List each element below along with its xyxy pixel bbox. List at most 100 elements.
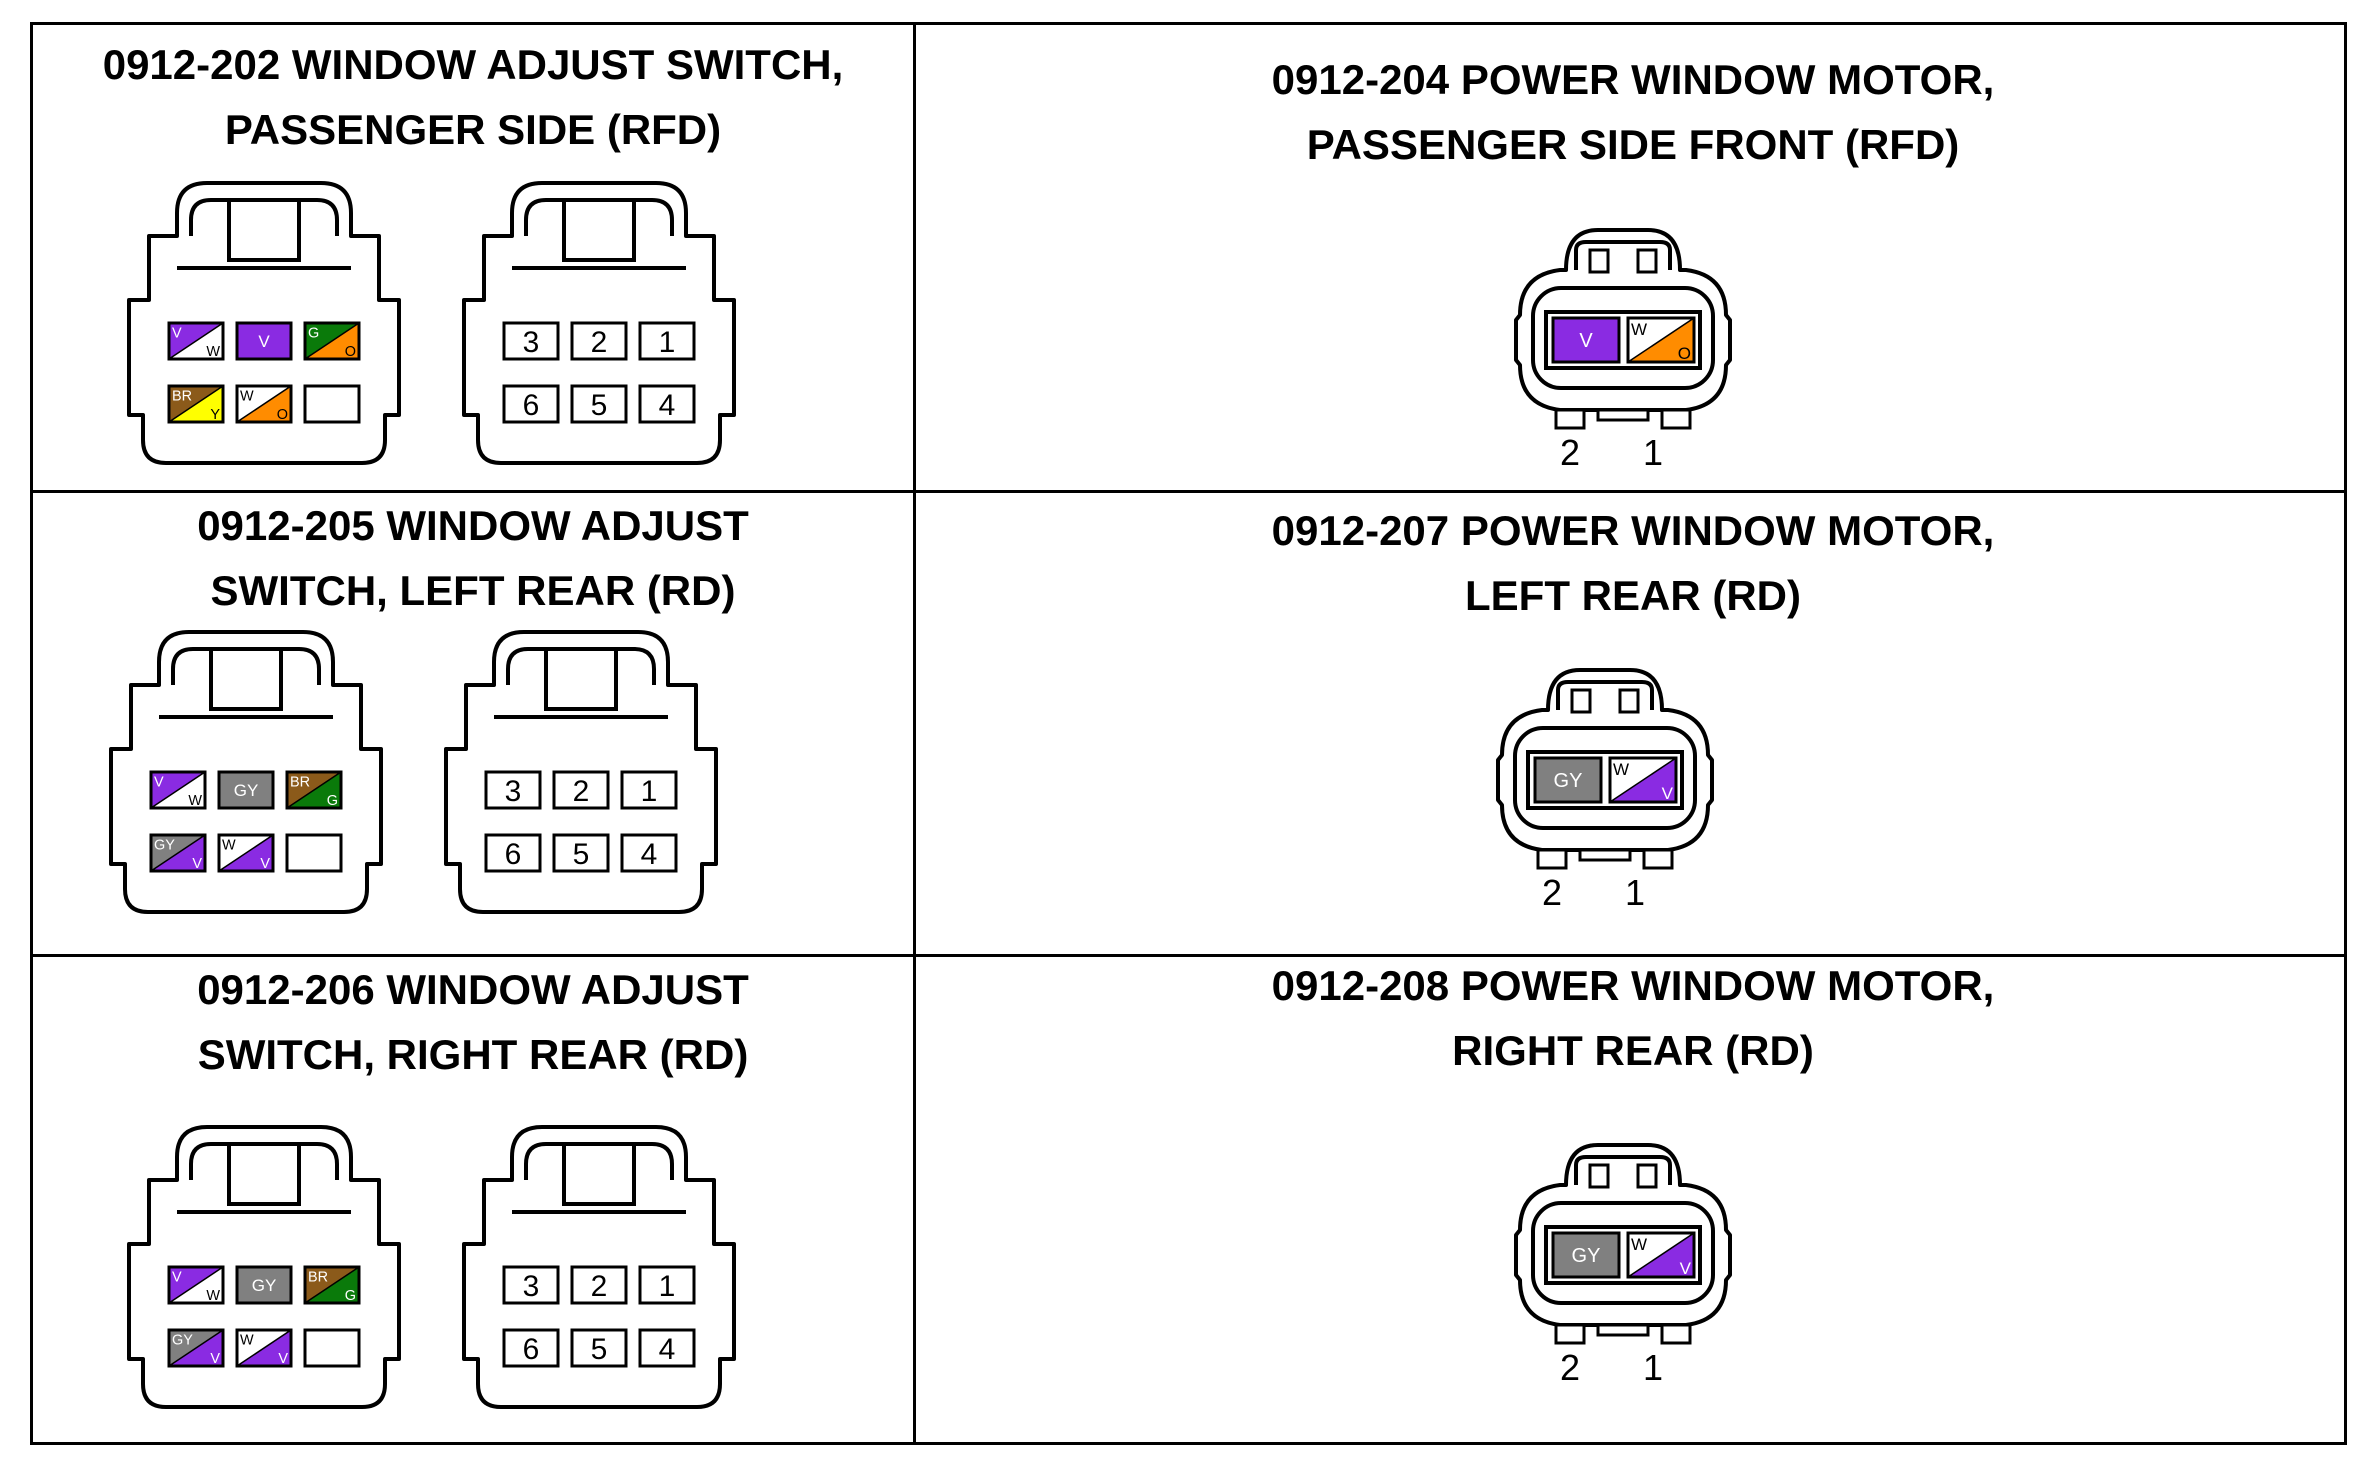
cell-0912-206: 0912-206 WINDOW ADJUST SWITCH, RIGHT REA… bbox=[33, 957, 913, 1445]
latch-tab bbox=[1588, 248, 1610, 274]
wire-split-line bbox=[286, 771, 342, 809]
wire-color bbox=[305, 386, 359, 422]
wire-split-line bbox=[304, 322, 360, 360]
wire-color-code: GY bbox=[1554, 770, 1583, 792]
terminal-cavity: 1 bbox=[638, 321, 696, 361]
wire-split-line bbox=[236, 1329, 292, 1367]
terminal-cavity: 3 bbox=[484, 770, 542, 810]
cell-0912-208: 0912-208 POWER WINDOW MOTOR, RIGHT REAR … bbox=[916, 957, 2350, 1445]
wire-cavity: WO bbox=[235, 384, 293, 424]
latch-tab bbox=[227, 198, 301, 262]
cavity-outline bbox=[484, 833, 542, 873]
cavity-outline bbox=[502, 1265, 560, 1305]
wire-color bbox=[219, 772, 273, 808]
wire-stripe-code: G bbox=[345, 1288, 356, 1304]
title-line: 0912-207 POWER WINDOW MOTOR, bbox=[1271, 507, 1995, 554]
wire-cavity: BRG bbox=[303, 1265, 361, 1305]
wire-cavity: V bbox=[235, 321, 293, 361]
wire-color-code: W bbox=[222, 837, 236, 853]
terminal-tab bbox=[1536, 848, 1568, 870]
latch-arch bbox=[1574, 1155, 1672, 1185]
cavity-outline bbox=[235, 321, 293, 361]
wire-split-line bbox=[304, 1266, 360, 1304]
wire-stripe-code: V bbox=[1680, 1259, 1692, 1278]
cell-0912-202: 0912-202 WINDOW ADJUST SWITCH, PASSENGER… bbox=[33, 25, 913, 490]
title-line: 0912-204 POWER WINDOW MOTOR, bbox=[1271, 56, 1995, 103]
cavity-outline bbox=[285, 833, 343, 873]
wire-color-code: W bbox=[1631, 320, 1647, 339]
terminal-cavity: 1 bbox=[620, 770, 678, 810]
pin-number: 2 bbox=[1542, 872, 1562, 913]
terminal-tab bbox=[1596, 408, 1650, 422]
wire-split-line bbox=[1609, 757, 1677, 803]
latch-tab bbox=[1570, 688, 1592, 714]
wire-cavity: VW bbox=[167, 321, 225, 361]
terminal-cavity: 1 bbox=[638, 1265, 696, 1305]
terminal-cavity: 5 bbox=[570, 1328, 628, 1368]
wire-stripe-code: V bbox=[192, 856, 202, 872]
pin-number: 3 bbox=[523, 1270, 540, 1303]
wire-stripe-code: V bbox=[278, 1351, 288, 1367]
wire-split-line bbox=[150, 834, 206, 872]
latch-tab bbox=[209, 647, 283, 711]
cavity-outline bbox=[484, 770, 542, 810]
pin-number: 2 bbox=[1560, 1347, 1580, 1388]
cavity-outline bbox=[217, 833, 275, 873]
wire-split-line bbox=[236, 385, 292, 423]
pin-number: 1 bbox=[659, 1270, 676, 1303]
pin-number: 3 bbox=[523, 326, 540, 359]
wire-stripe-code: G bbox=[327, 793, 338, 809]
wire-cavity bbox=[303, 384, 361, 424]
title-line: PASSENGER SIDE FRONT (RFD) bbox=[1306, 121, 1960, 168]
wire-color-code: GY bbox=[234, 781, 259, 800]
pin-number: 4 bbox=[641, 838, 658, 871]
title-line: 0912-208 POWER WINDOW MOTOR, bbox=[1271, 962, 1995, 1009]
terminal-tab bbox=[1642, 848, 1674, 870]
terminal-cavity: 6 bbox=[502, 384, 560, 424]
latch-tab bbox=[562, 198, 636, 262]
cell-0912-205: 0912-205 WINDOW ADJUST SWITCH, LEFT REAR… bbox=[33, 493, 913, 954]
cavity-outline bbox=[303, 1265, 361, 1305]
cavity-outline bbox=[570, 1328, 628, 1368]
cavity-outline bbox=[167, 1328, 225, 1368]
wire-cavity: WV bbox=[1608, 756, 1678, 804]
terminal-cavity: 2 bbox=[570, 1265, 628, 1305]
terminal-tab bbox=[1660, 408, 1692, 430]
pin-number: 1 bbox=[1643, 432, 1663, 473]
row-divider bbox=[33, 954, 2344, 957]
cavity-outline bbox=[638, 384, 696, 424]
latch-tab bbox=[227, 1142, 301, 1206]
terminal-tab bbox=[1596, 1323, 1650, 1337]
latch-tab bbox=[1636, 248, 1658, 274]
wire-cavity: BRY bbox=[167, 384, 225, 424]
pin-number: 5 bbox=[591, 1333, 608, 1366]
latch-tab bbox=[1618, 688, 1640, 714]
title-line: SWITCH, LEFT REAR (RD) bbox=[210, 567, 736, 614]
wire-color-code: V bbox=[172, 325, 182, 341]
cavity-outline bbox=[502, 384, 560, 424]
pin-number: 1 bbox=[659, 326, 676, 359]
cavity-outline bbox=[217, 770, 275, 810]
latch-tab bbox=[544, 647, 618, 711]
cavity-outline bbox=[620, 770, 678, 810]
wire-color-code: GY bbox=[154, 837, 175, 853]
pin-number: 4 bbox=[659, 389, 676, 422]
wire-split-line bbox=[168, 322, 224, 360]
wire-cavity: WV bbox=[217, 833, 275, 873]
wire-color-code: V bbox=[154, 774, 164, 790]
wire-color-code: V bbox=[1579, 330, 1593, 352]
pin-number: 5 bbox=[573, 838, 590, 871]
wire-color-code: BR bbox=[172, 388, 192, 404]
wire-stripe-code: O bbox=[345, 344, 356, 360]
wire-cavity: VW bbox=[167, 1265, 225, 1305]
terminal-tab bbox=[1578, 848, 1632, 862]
wire-color-code: GY bbox=[1572, 1245, 1601, 1267]
wire-stripe-code: O bbox=[277, 407, 288, 423]
cavity-outline bbox=[303, 384, 361, 424]
terminal-cavity: 6 bbox=[502, 1328, 560, 1368]
wire-cavity: VW bbox=[149, 770, 207, 810]
